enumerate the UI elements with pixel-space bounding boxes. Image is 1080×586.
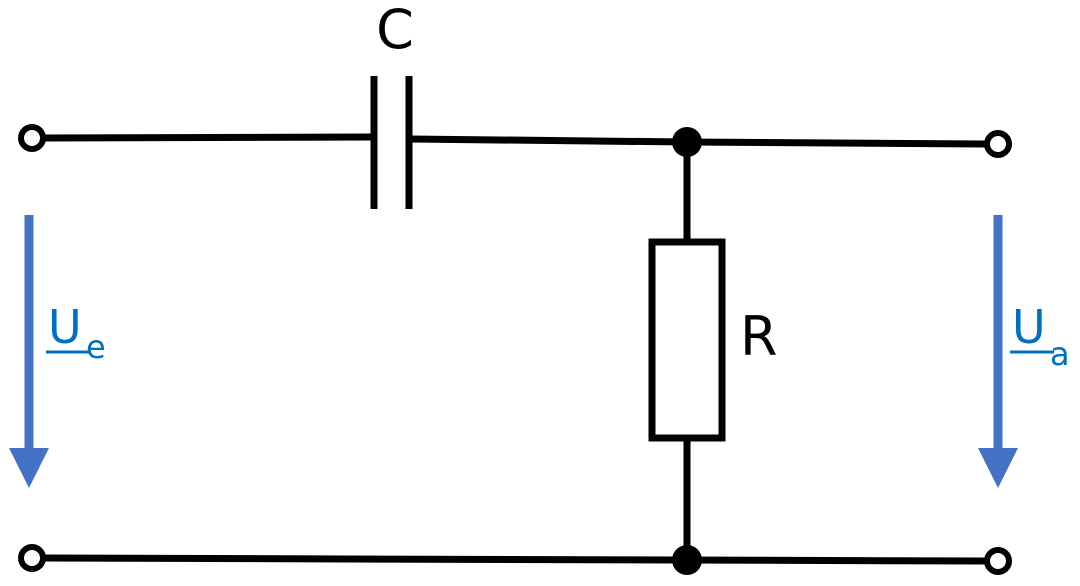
terminal-output-top	[984, 130, 1012, 158]
input-voltage-symbol: U	[48, 300, 82, 354]
terminal-input-bottom	[18, 544, 46, 572]
input-voltage-subscript: e	[86, 328, 106, 366]
resistor-label: R	[740, 305, 778, 368]
output-voltage-arrow-head	[978, 448, 1018, 488]
junction-top	[672, 127, 702, 157]
capacitor-label: C	[376, 0, 414, 61]
output-voltage-subscript: a	[1050, 335, 1070, 373]
output-voltage-symbol: U	[1012, 300, 1046, 354]
resistor-body	[648, 238, 726, 442]
top-wire-middle	[410, 135, 688, 146]
terminal-input-top	[18, 124, 46, 152]
bottom-wire	[43, 554, 986, 565]
top-wire-right	[686, 138, 986, 148]
terminal-output-bottom	[984, 547, 1012, 575]
top-wire-left	[43, 133, 373, 142]
input-voltage-arrow-head	[9, 448, 49, 488]
junction-bottom	[672, 545, 702, 575]
